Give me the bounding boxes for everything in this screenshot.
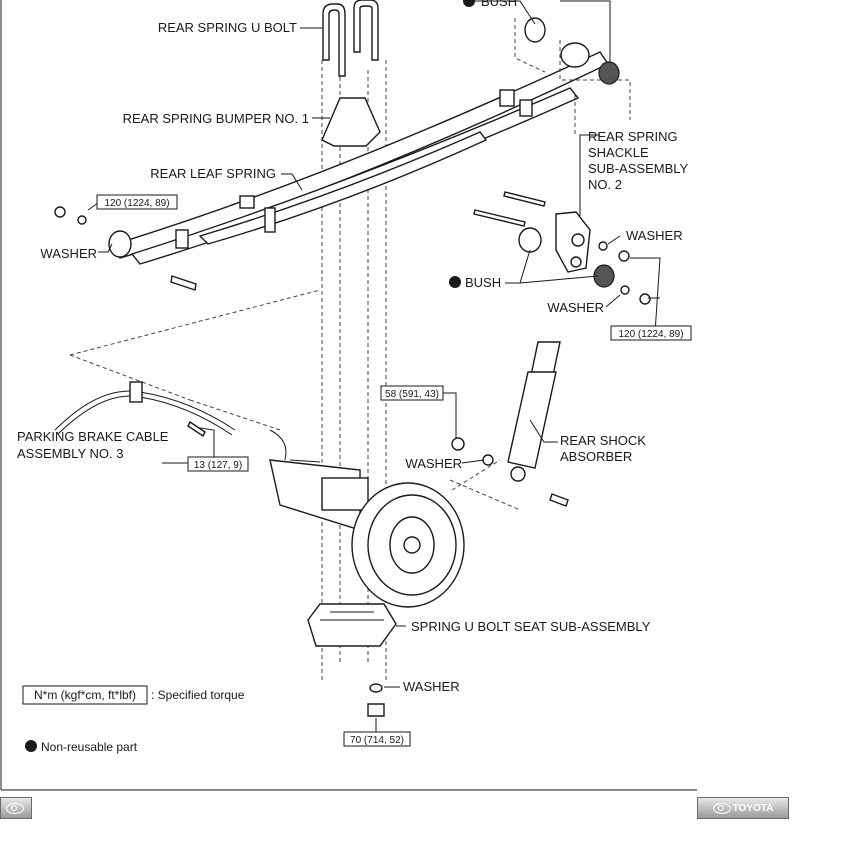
- label-bush-top: BUSH: [481, 0, 517, 9]
- torque-u-bolt-nut: 70 (714, 52): [343, 731, 411, 747]
- nav-brand-label: TOYOTA: [732, 802, 774, 814]
- svg-text:120 (1224, 89): 120 (1224, 89): [618, 329, 683, 340]
- label-bumper: REAR SPRING BUMPER NO. 1: [123, 111, 309, 126]
- label-washer-right-mid: WASHER: [547, 300, 604, 315]
- svg-text:: Specified torque: : Specified torque: [151, 688, 245, 702]
- svg-text:13 (127, 9): 13 (127, 9): [194, 460, 242, 471]
- leaf-spring-drawing: [108, 51, 610, 265]
- torque-leaf-front: 120 (1224, 89): [96, 194, 178, 210]
- svg-text:58 (591, 43): 58 (591, 43): [385, 389, 439, 400]
- nav-back-button[interactable]: [0, 797, 32, 819]
- svg-text:SHACKLE: SHACKLE: [588, 145, 649, 160]
- label-shock: REAR SHOCK ABSORBER: [560, 433, 646, 464]
- svg-text:ASSEMBLY NO. 3: ASSEMBLY NO. 3: [17, 446, 123, 461]
- legend-nonreusable: Non-reusable part: [41, 740, 138, 754]
- label-u-bolt: REAR SPRING U BOLT: [158, 20, 297, 35]
- bush-top-drawing: [514, 17, 631, 135]
- shackle-drawing: [54, 191, 651, 305]
- bush-top-nonreusable-dot: [463, 0, 475, 7]
- u-bolt-seat-drawing: [307, 603, 397, 717]
- torque-shackle: 120 (1224, 89): [610, 325, 692, 341]
- toyota-logo-icon: [712, 802, 731, 814]
- svg-text:120 (1224, 89): 120 (1224, 89): [104, 198, 169, 209]
- label-bush-mid: BUSH: [465, 275, 501, 290]
- torque-shock-upper: 58 (591, 43): [380, 385, 444, 401]
- label-seat: SPRING U BOLT SEAT SUB-ASSEMBLY: [411, 619, 651, 634]
- torque-cable: 13 (127, 9): [187, 456, 249, 472]
- axle-drum-drawing: [269, 429, 465, 608]
- label-shackle: REAR SPRING SHACKLE SUB-ASSEMBLY NO. 2: [588, 129, 689, 192]
- svg-text:ABSORBER: ABSORBER: [560, 449, 632, 464]
- parking-brake-cable-drawing: [54, 381, 236, 438]
- label-washer-right-top: WASHER: [626, 228, 683, 243]
- label-washer-shock: WASHER: [405, 456, 462, 471]
- label-parking-brake: PARKING BRAKE CABLE ASSEMBLY NO. 3: [17, 429, 169, 461]
- svg-text:N*m (kgf*cm, ft*lbf): N*m (kgf*cm, ft*lbf): [34, 688, 136, 702]
- label-washer-bottom: WASHER: [403, 679, 460, 694]
- legend-torque: N*m (kgf*cm, ft*lbf) : Specified torque: [22, 685, 245, 705]
- svg-text:REAR SHOCK: REAR SHOCK: [560, 433, 646, 448]
- u-bolt-drawing: [322, 0, 379, 77]
- svg-text:REAR SPRING: REAR SPRING: [588, 129, 678, 144]
- shock-absorber-drawing: [451, 341, 569, 507]
- svg-text:70 (714, 52): 70 (714, 52): [350, 735, 404, 746]
- svg-text:NO. 2: NO. 2: [588, 177, 622, 192]
- svg-text:SUB-ASSEMBLY: SUB-ASSEMBLY: [588, 161, 689, 176]
- legend-nonreusable-dot: [25, 740, 37, 752]
- dashed-guides: [69, 289, 521, 511]
- label-washer-left: WASHER: [40, 246, 97, 261]
- svg-text:PARKING BRAKE CABLE: PARKING BRAKE CABLE: [17, 429, 169, 444]
- nav-toyota-button[interactable]: TOYOTA: [697, 797, 789, 819]
- toyota-logo-icon: [6, 802, 24, 814]
- spring-bumper-drawing: [321, 97, 381, 147]
- label-leaf-spring: REAR LEAF SPRING: [150, 166, 276, 181]
- bush-mid-nonreusable-dot: [449, 276, 461, 288]
